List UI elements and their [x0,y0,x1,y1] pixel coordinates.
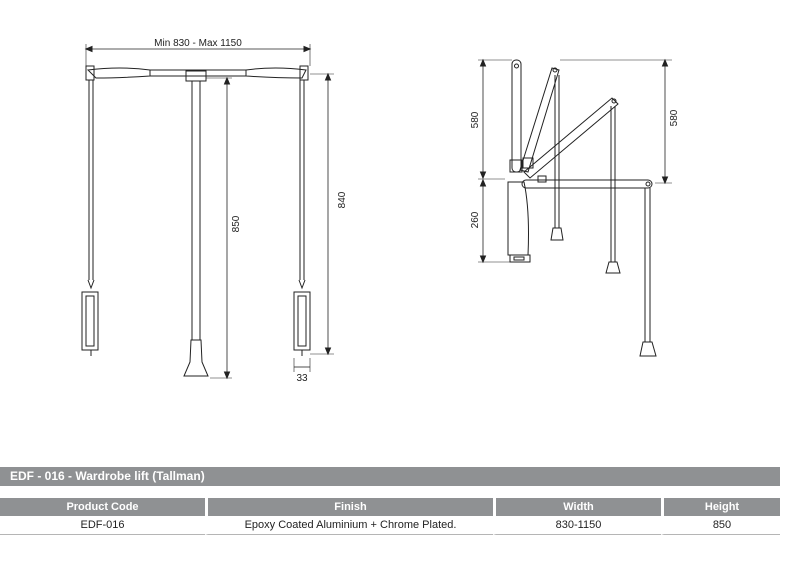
right-counterweight [293,291,311,351]
top-rail [86,67,151,79]
header-finish: Finish [205,498,493,516]
side-580-right-label: 580 [669,109,680,126]
center-handle [183,339,209,377]
table-row: EDF-016 Epoxy Coated Aluminium + Chrome … [0,516,780,535]
spec-table: Product Code Finish Width Height EDF-016… [0,498,780,535]
wall-bracket [507,181,529,256]
table-header-row: Product Code Finish Width Height [0,498,780,516]
cell-width: 830-1150 [493,516,661,535]
side-260-label: 260 [470,211,481,228]
technical-drawing: Min 830 - Max 1150 850 840 33 [81,38,680,384]
left-counterweight [81,291,99,351]
cell-finish: Epoxy Coated Aluminium + Chrome Plated. [205,516,493,535]
bracket-33-label: 33 [296,373,308,384]
cell-product-code: EDF-016 [0,516,205,535]
width-range-label: Min 830 - Max 1150 [154,38,242,49]
height-840-label: 840 [337,191,348,208]
front-view [81,44,334,380]
cell-height: 850 [661,516,780,535]
side-view [478,58,672,357]
header-width: Width [493,498,661,516]
header-height: Height [661,498,780,516]
height-850-label: 850 [231,215,242,232]
side-580-left-label: 580 [470,111,481,128]
product-title: EDF - 016 - Wardrobe lift (Tallman) [0,467,780,486]
header-product-code: Product Code [0,498,205,516]
